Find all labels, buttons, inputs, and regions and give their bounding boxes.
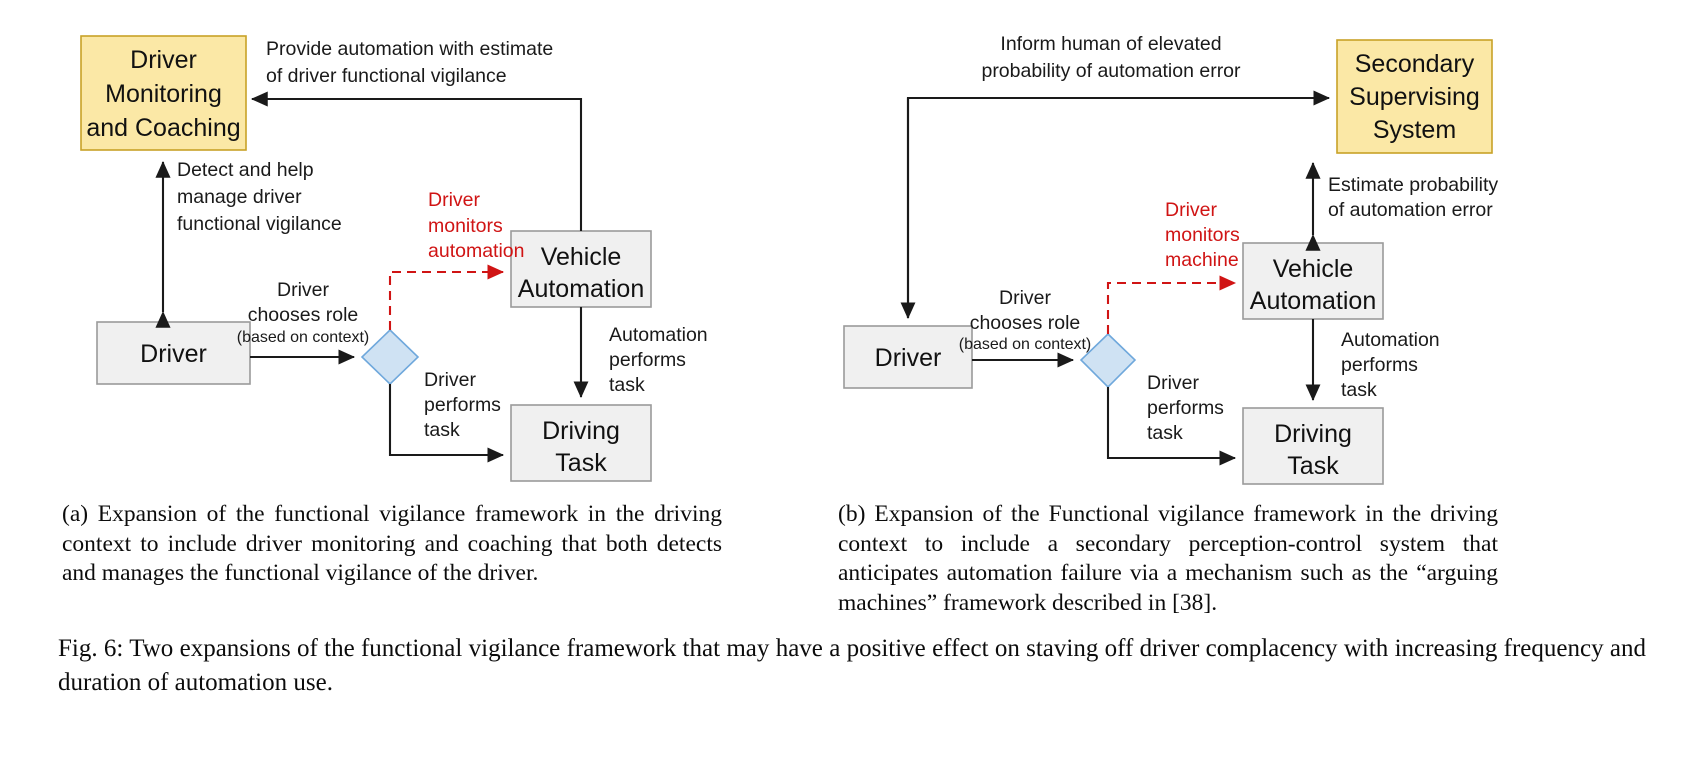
node-vehicle-automation-label-line1: Vehicle [541, 243, 622, 271]
edge-automation-performs-task-label-line2: performs [1341, 354, 1418, 376]
node-driver-label: Driver [140, 340, 207, 368]
node-vehicle-automation-label-line2: Automation [1250, 287, 1376, 315]
edge-automation-performs-task-label-line2: performs [609, 349, 686, 371]
edge-driver-performs-task-label-line3: task [424, 419, 460, 441]
edge-automation-performs-task-label-line1: Automation [609, 324, 708, 346]
figure-caption: Fig. 6: Two expansions of the functional… [58, 635, 1646, 696]
node-secondary-supervising-system [1336, 39, 1493, 154]
edge-estimate-probability-label-line2: of automation error [1328, 199, 1493, 221]
edge-driver-performs-task-label-line2: performs [1147, 397, 1224, 419]
edge-driver-performs-task-label-line2: performs [424, 394, 501, 416]
edge-driver-chooses-role-sublabel: (based on context) [237, 329, 370, 346]
node-driver [96, 321, 251, 385]
node-vehicle-automation-label-line2: Automation [518, 275, 644, 303]
node-secondary-label-line3: System [1373, 116, 1456, 144]
subcaption-b: (b) Expansion of the Functional vigilanc… [838, 501, 1498, 616]
node-driver-monitoring-label-line3: and Coaching [86, 114, 240, 142]
edge-provide-estimate-label-line1: Provide automation with estimate [266, 38, 553, 60]
node-driving-task [510, 404, 652, 482]
edge-driver-monitors-automation [388, 264, 505, 330]
edge-automation-performs-task-label-line3: task [609, 374, 645, 396]
edge-automation-performs-task-label-line1: Automation [1341, 329, 1440, 351]
node-driver-monitoring-label-line2: Monitoring [105, 80, 222, 108]
edge-driver-chooses-role-label-line1: Driver [277, 279, 330, 301]
subcaption-a: (a) Expansion of the functional vigilanc… [62, 501, 722, 586]
edge-driver-chooses-role-sublabel: (based on context) [959, 336, 1092, 353]
node-driving-task [1242, 407, 1384, 485]
node-driving-task-label-line1: Driving [1274, 420, 1352, 448]
edge-estimate-probability-label-line1: Estimate probability [1328, 174, 1498, 196]
edge-driver-chooses-role-label-line2: chooses role [248, 304, 359, 326]
node-driver-monitoring-and-coaching [80, 35, 247, 151]
edge-driver-performs-task-label-line3: task [1147, 422, 1183, 444]
edge-driver-monitors-machine-label-line2: monitors [1165, 224, 1240, 246]
panel-a-diagram: Driver Monitoring and Coaching Driver Ve… [80, 35, 708, 482]
edge-driver-chooses-role-label-line2: chooses role [970, 312, 1081, 334]
edge-provide-estimate [250, 91, 583, 231]
node-driver-monitoring-label-line1: Driver [130, 46, 197, 74]
node-decision-diamond [360, 328, 420, 386]
node-secondary-label-line2: Supervising [1349, 83, 1480, 111]
edge-inform-human-label-line1: Inform human of elevated [1000, 33, 1221, 55]
node-driving-task-label-line2: Task [1287, 452, 1339, 480]
edge-driver-monitors-machine-label-line1: Driver [1165, 199, 1218, 221]
edge-driver-monitors-automation-label-line2: monitors [428, 215, 503, 237]
edge-driver-monitors-machine-label-line3: machine [1165, 249, 1239, 271]
node-vehicle-automation [1242, 242, 1384, 320]
edge-driver-monitors-automation-label-line3: automation [428, 240, 524, 262]
edge-detect-and-manage-label-line2: manage driver [177, 186, 302, 208]
node-vehicle-automation-label-line1: Vehicle [1273, 255, 1354, 283]
edge-driver-monitors-machine [1106, 275, 1237, 334]
edge-driver-chooses-role-label-line1: Driver [999, 287, 1052, 309]
edge-driver-performs-task [388, 384, 505, 463]
edge-automation-performs-task-label-line3: task [1341, 379, 1377, 401]
node-driver [843, 325, 973, 389]
edge-provide-estimate-label-line2: of driver functional vigilance [266, 65, 507, 87]
edge-driver-monitors-automation-label-line1: Driver [428, 189, 481, 211]
node-driving-task-label-line2: Task [555, 449, 607, 477]
node-driving-task-label-line1: Driving [542, 417, 620, 445]
edge-driver-performs-task [1106, 387, 1237, 466]
edge-detect-and-manage-label-line1: Detect and help [177, 159, 314, 181]
edge-inform-human-label-line2: probability of automation error [981, 60, 1241, 82]
edge-detect-and-manage-label-line3: functional vigilance [177, 213, 342, 235]
edge-driver-performs-task-label-line1: Driver [424, 369, 477, 391]
panel-b-diagram: Secondary Supervising System Driver Vehi… [843, 33, 1498, 485]
edge-driver-performs-task-label-line1: Driver [1147, 372, 1200, 394]
node-secondary-label-line1: Secondary [1355, 50, 1475, 78]
node-driver-label: Driver [875, 344, 942, 372]
